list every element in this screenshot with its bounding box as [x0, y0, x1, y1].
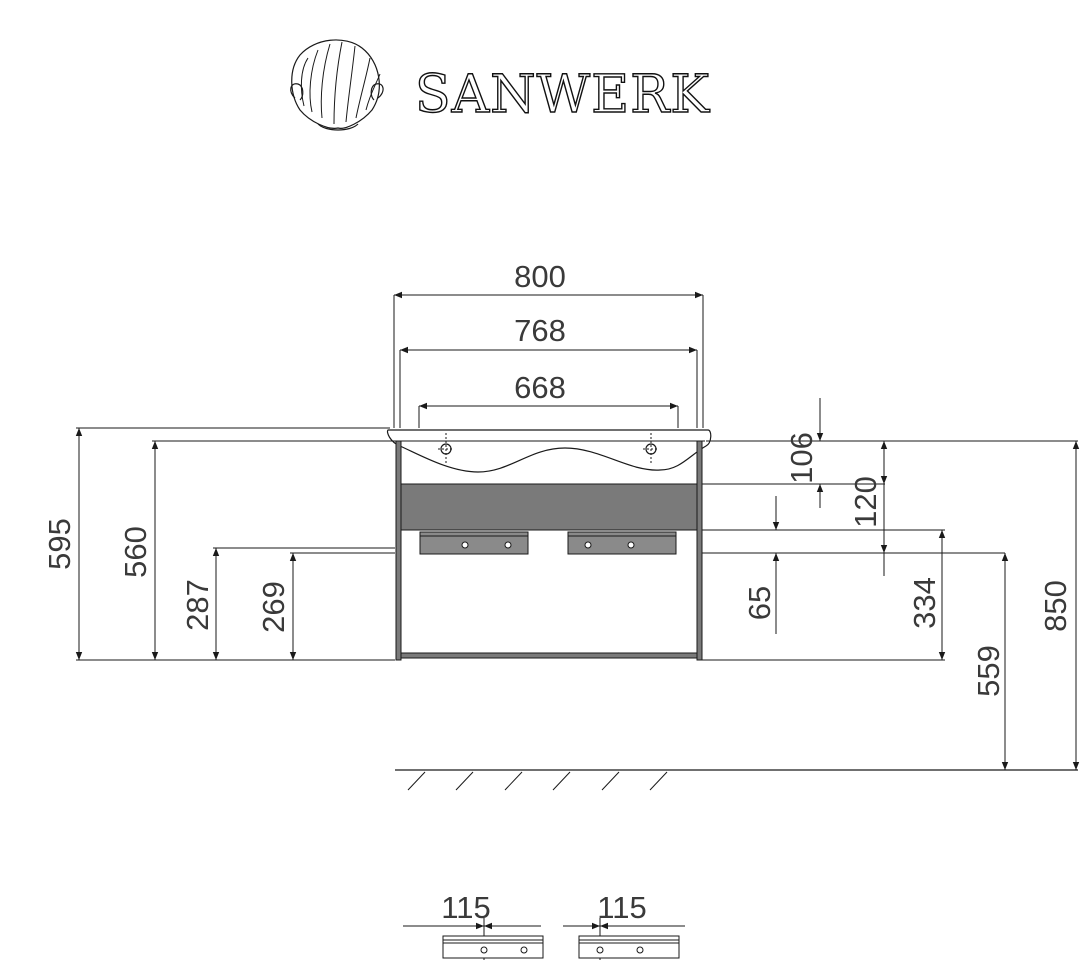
dim-width-768: 768	[399, 313, 698, 428]
dim-width-668: 668	[418, 370, 679, 428]
dim-height-269: 269	[256, 553, 297, 660]
dim-label-115-left: 115	[441, 890, 490, 925]
dim-height-850: 850	[1038, 441, 1080, 770]
dim-height-106: 106	[784, 398, 824, 508]
dim-height-287: 287	[180, 548, 220, 660]
dim-label-800: 800	[514, 259, 566, 294]
dim-height-120: 120	[848, 441, 888, 576]
dim-label-768: 768	[514, 313, 566, 348]
dim-height-595: 595	[42, 428, 83, 660]
dim-label-595: 595	[42, 518, 77, 570]
dim-label-287: 287	[180, 579, 215, 631]
dim-label-120: 120	[848, 476, 883, 528]
drawer-detail-left: 115	[403, 890, 544, 960]
dim-height-560: 560	[118, 441, 159, 660]
dim-width-800: 800	[393, 259, 704, 428]
floor-line	[395, 769, 1078, 791]
dim-label-559: 559	[971, 645, 1006, 697]
dim-label-560: 560	[118, 526, 153, 578]
dim-label-850: 850	[1038, 580, 1073, 632]
dim-height-334: 334	[907, 530, 946, 660]
dim-label-106: 106	[784, 432, 819, 484]
drawer-detail-right: 115	[563, 890, 685, 960]
cabinet-front-view	[386, 429, 712, 661]
dim-label-668: 668	[514, 370, 566, 405]
dim-label-269: 269	[256, 581, 291, 633]
dim-label-334: 334	[907, 577, 942, 629]
dim-height-65: 65	[742, 496, 780, 634]
dim-height-559: 559	[971, 553, 1009, 770]
brand-name: SANWERK	[415, 65, 710, 125]
dim-label-115-right: 115	[597, 890, 646, 925]
dim-label-65: 65	[742, 586, 777, 620]
shell-logo-icon	[290, 39, 384, 131]
